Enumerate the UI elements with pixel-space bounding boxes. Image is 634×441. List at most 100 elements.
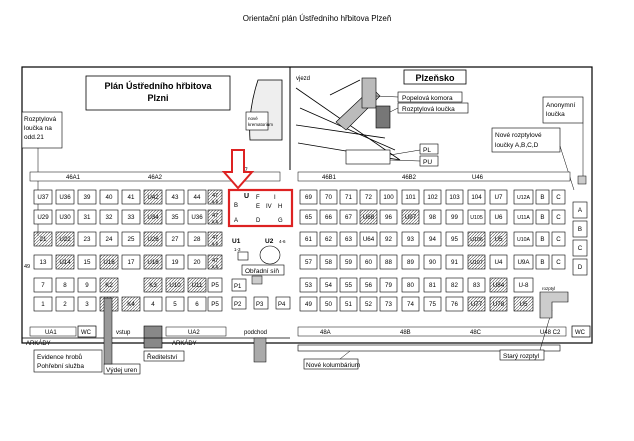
section-u37-r0: U37 bbox=[33, 189, 53, 205]
section-k3-r4-label: K3 bbox=[149, 282, 157, 289]
section-u6-r1-label: U6 bbox=[495, 214, 503, 221]
section-81-r4: 81 bbox=[423, 277, 442, 293]
plan-title-line2: Plzni bbox=[147, 93, 168, 103]
section-6-r5: 6 bbox=[187, 296, 207, 312]
section-8-r4: 8 bbox=[55, 277, 75, 293]
scatter-meadow-d-label: D bbox=[578, 264, 583, 271]
section-80-r4: 80 bbox=[401, 277, 420, 293]
section-59-r3-label: 59 bbox=[345, 259, 352, 266]
section-43-r0: 43 bbox=[165, 189, 185, 205]
section-47ab-r3-sub: a b bbox=[212, 264, 219, 269]
section-17-r3: 17 bbox=[121, 254, 141, 270]
section-40-r0-label: 40 bbox=[106, 194, 113, 201]
section-47ab-r2-sub: a b bbox=[212, 241, 219, 246]
section-83-r4: 83 bbox=[467, 277, 486, 293]
plzensko-label: Plzeňsko bbox=[415, 73, 455, 83]
section-83-r4-label: 83 bbox=[473, 282, 480, 289]
scatter-meadow-21-callout bbox=[21, 111, 63, 149]
section-35-r1: 35 bbox=[165, 209, 185, 225]
section-u36-r1: U36 bbox=[187, 209, 207, 225]
section-44-r0: 44 bbox=[187, 189, 207, 205]
pl-label: PL bbox=[423, 147, 431, 154]
section-4-r5-label: 4 bbox=[151, 301, 155, 308]
old-scatter-small-label: rozptyl bbox=[542, 286, 555, 291]
section-u105-r1-label: U105 bbox=[470, 215, 483, 221]
section-32-r1: 32 bbox=[99, 209, 119, 225]
section-61-r2: 61 bbox=[299, 231, 318, 247]
section-88-r3: 88 bbox=[379, 254, 398, 270]
section-u11-r4-label: U11 bbox=[192, 282, 203, 289]
section-88-r3-label: 88 bbox=[385, 259, 392, 266]
section-4-r5: 4 bbox=[143, 296, 163, 312]
section-103-r0-label: 103 bbox=[449, 194, 460, 201]
scatter-meadow-label: Rozptylová loučka bbox=[402, 106, 455, 113]
section-35-r1-label: 35 bbox=[172, 214, 179, 221]
section-93-r2-label: 93 bbox=[407, 236, 414, 243]
section-67-r1: 67 bbox=[339, 209, 358, 225]
section-43-r0-label: 43 bbox=[172, 194, 179, 201]
urn-grove-b: B bbox=[234, 203, 238, 209]
section-u36-r0: U36 bbox=[55, 189, 75, 205]
band-46b1: 46B1 bbox=[322, 175, 337, 181]
section-c-r2: C bbox=[551, 231, 566, 247]
urn-issue-building bbox=[103, 297, 113, 365]
section-u14-r3: U14 bbox=[55, 254, 75, 270]
section-31-r1-label: 31 bbox=[84, 214, 91, 221]
section-70-r0: 70 bbox=[319, 189, 338, 205]
section-u10a-r2: U10A bbox=[513, 231, 534, 247]
section-28-r2-label: 28 bbox=[194, 236, 201, 243]
section-27-r2-label: 27 bbox=[172, 236, 179, 243]
section-66-r1: 66 bbox=[319, 209, 338, 225]
scatter-meadow-c-label: C bbox=[578, 245, 583, 252]
section-41-r0-label: 41 bbox=[128, 194, 135, 201]
section-c-r1: C bbox=[551, 209, 566, 225]
anonymous-meadow-line2: loučka bbox=[546, 111, 565, 118]
section-82-r4: 82 bbox=[445, 277, 464, 293]
band-48b: 48B bbox=[400, 330, 411, 336]
records-office-callout bbox=[33, 349, 103, 373]
ceremony-hall-callout bbox=[241, 264, 285, 276]
section-u12a-r0-label: U12A bbox=[517, 195, 531, 201]
section-u-8-r4: U-8 bbox=[513, 277, 534, 293]
ceremony-hall-dome bbox=[259, 245, 281, 265]
directorate-callout bbox=[143, 350, 185, 362]
section-20-r3-label: 20 bbox=[194, 259, 201, 266]
section-8-r4-label: 8 bbox=[63, 282, 67, 289]
section-5-r5-label: 5 bbox=[173, 301, 177, 308]
section-58-r3: 58 bbox=[319, 254, 338, 270]
scatter-meadow-a-label: A bbox=[578, 207, 583, 214]
section-76-r5-label: 76 bbox=[451, 301, 458, 308]
section-47ab-r3-label: 47 bbox=[212, 258, 218, 264]
highlight-urn-grove-box bbox=[227, 188, 294, 228]
new-crematorium-line1: nové bbox=[248, 116, 258, 121]
section-50-r5-label: 50 bbox=[325, 301, 332, 308]
section-u64-r2: U64 bbox=[359, 231, 378, 247]
section-u11a-r1-label: U11A bbox=[517, 215, 530, 221]
urn-grove-f: F bbox=[256, 195, 260, 201]
section-u5-r2-label: U5 bbox=[495, 236, 503, 243]
section-u78-r5: U78 bbox=[489, 296, 508, 312]
section-u16-r3: U16 bbox=[99, 254, 119, 270]
urn-grove-u: U bbox=[244, 193, 249, 200]
section-u36-r0-label: U36 bbox=[59, 194, 71, 201]
section-28-r2: 28 bbox=[187, 231, 207, 247]
section-96-r1-label: 96 bbox=[385, 214, 392, 221]
directorate-label: Ředitelství bbox=[147, 352, 178, 361]
section-103-r0: 103 bbox=[445, 189, 464, 205]
section-50-r5: 50 bbox=[319, 296, 338, 312]
section-u4-r3: U4 bbox=[489, 254, 508, 270]
band-u48c2: U48 C2 bbox=[540, 330, 561, 336]
section-15-r3-label: 15 bbox=[84, 259, 91, 266]
main-gate-block bbox=[143, 325, 163, 349]
section-u30-r1: U30 bbox=[55, 209, 75, 225]
new-columbarium-strip bbox=[297, 344, 561, 352]
old-scatter-label: Starý rozptyl bbox=[503, 353, 540, 360]
wc-right: WC bbox=[575, 330, 586, 336]
wc-left: WC bbox=[81, 330, 92, 336]
section-p3: P3 bbox=[256, 302, 264, 308]
new-crematorium-label-box bbox=[245, 111, 269, 131]
pu-label: PU bbox=[423, 159, 432, 166]
band-46b2: 46B2 bbox=[402, 175, 417, 181]
anonymous-meadow-area bbox=[577, 175, 587, 185]
anonymous-meadow-line1: Anonymní bbox=[546, 102, 575, 109]
